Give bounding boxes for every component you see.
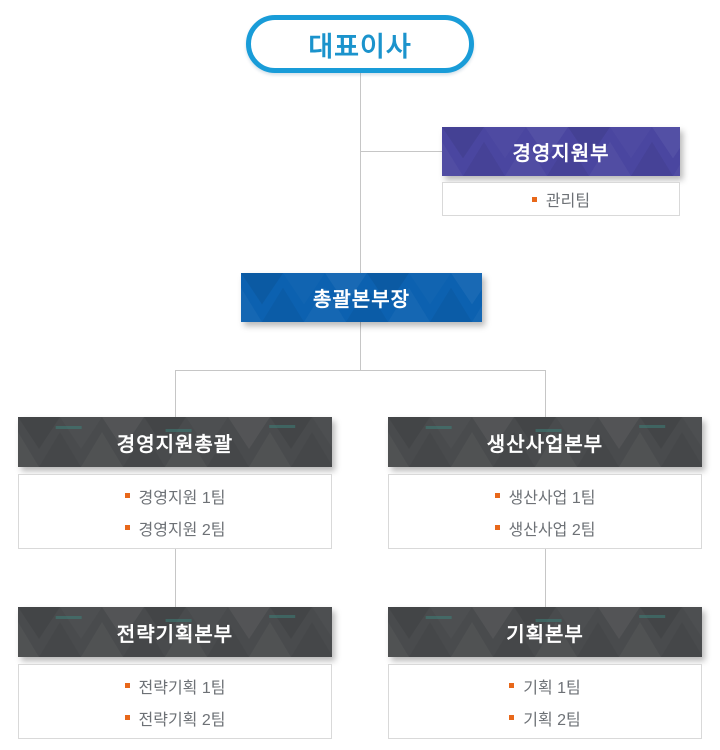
bullet-square-icon — [531, 196, 537, 202]
division-label: 생산사업본부 — [486, 433, 604, 456]
team-item: 생산사업 1팀 — [494, 484, 596, 508]
team-label: 전략기획 2팀 — [138, 711, 226, 729]
node-support-dept: 경영지원부 — [442, 127, 680, 176]
team-label: 경영지원 1팀 — [138, 489, 226, 507]
connector-right-column-drop — [545, 370, 546, 417]
bullet-square-icon — [494, 493, 500, 498]
connector-director-down — [360, 322, 361, 370]
team-item: 전략기획 2팀 — [124, 706, 226, 730]
division-team-list-mgmt-support: 경영지원 1팀 경영지원 2팀 — [18, 474, 332, 549]
connector-branch-support-dept — [360, 151, 442, 152]
node-division-production: 생산사업본부 — [388, 417, 702, 467]
connector-right-column-drop-2 — [545, 549, 546, 607]
team-label: 기획 2팀 — [523, 711, 581, 729]
division-label: 기획본부 — [506, 623, 584, 646]
team-item: 전략기획 1팀 — [124, 674, 226, 698]
bullet-square-icon — [509, 715, 515, 720]
node-division-mgmt-support: 경영지원총괄 — [18, 417, 332, 467]
node-division-strategy: 전략기획본부 — [18, 607, 332, 657]
node-ceo-label: 대표이사 — [308, 31, 412, 62]
team-item: 경영지원 2팀 — [124, 516, 226, 540]
team-label: 전략기획 1팀 — [138, 679, 226, 697]
division-team-list-planning: 기획 1팀 기획 2팀 — [388, 664, 702, 739]
team-item: 기획 2팀 — [509, 706, 581, 730]
team-item: 관리팀 — [531, 187, 591, 211]
connector-left-column-drop-2 — [175, 549, 176, 607]
division-team-list-strategy: 전략기획 1팀 전략기획 2팀 — [18, 664, 332, 739]
team-label: 기획 1팀 — [523, 679, 581, 697]
team-label: 생산사업 2팀 — [508, 521, 596, 539]
team-item: 기획 1팀 — [509, 674, 581, 698]
division-team-list-production: 생산사업 1팀 생산사업 2팀 — [388, 474, 702, 549]
node-support-dept-label: 경영지원부 — [512, 143, 610, 165]
node-division-planning: 기획본부 — [388, 607, 702, 657]
division-label: 전략기획본부 — [116, 623, 234, 646]
team-item: 생산사업 2팀 — [494, 516, 596, 540]
connector-ceo-to-director — [360, 73, 361, 273]
node-general-director: 총괄본부장 — [241, 273, 482, 322]
bullet-square-icon — [124, 715, 130, 720]
team-label: 관리팀 — [545, 193, 591, 210]
team-item: 경영지원 1팀 — [124, 484, 226, 508]
connector-left-column-drop — [175, 370, 176, 417]
bullet-square-icon — [124, 683, 130, 688]
bullet-square-icon — [124, 525, 130, 530]
bullet-square-icon — [509, 683, 515, 688]
node-general-director-label: 총괄본부장 — [313, 289, 410, 311]
team-label: 생산사업 1팀 — [508, 489, 596, 507]
support-dept-team-list: 관리팀 — [442, 182, 680, 216]
team-label: 경영지원 2팀 — [138, 521, 226, 539]
division-label: 경영지원총괄 — [116, 433, 234, 456]
connector-split-horizontal — [175, 370, 546, 371]
bullet-square-icon — [124, 493, 130, 498]
bullet-square-icon — [494, 525, 500, 530]
node-ceo: 대표이사 — [246, 15, 474, 73]
